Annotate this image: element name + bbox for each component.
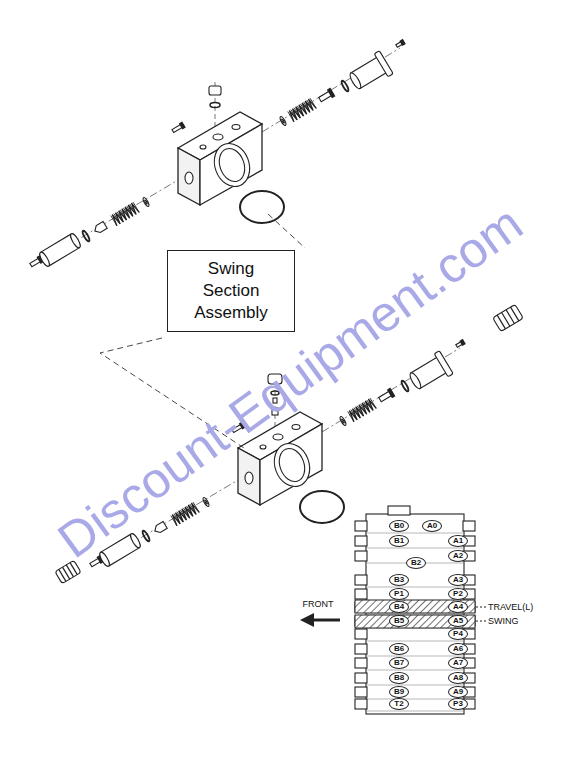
screw-part: [171, 121, 186, 134]
port-label: P3: [448, 698, 468, 710]
washer-part: [339, 416, 347, 426]
port-label: B5: [389, 615, 409, 627]
node-text: B9: [394, 687, 404, 697]
direction-label: FRONT: [303, 600, 334, 609]
port-label: B6: [389, 643, 409, 655]
washer-part: [279, 116, 287, 126]
front-arrowhead: [300, 613, 314, 627]
ring-part: [81, 230, 90, 242]
node-text: A3: [453, 575, 463, 585]
poppet-part: [153, 521, 167, 534]
node-text: B7: [394, 658, 404, 668]
valve-section-assembly: [55, 304, 523, 583]
screw-part: [455, 339, 466, 349]
node-text: B8: [394, 673, 404, 683]
node-text: B4: [394, 602, 404, 612]
node-text: P3: [453, 699, 463, 709]
ring-part: [400, 380, 409, 392]
ring-part: [340, 80, 349, 92]
valve-body-face: [238, 448, 260, 505]
port-label: P2: [448, 588, 468, 600]
node-text: Swing Section Assembly: [178, 258, 284, 324]
valve-section-assembly: [29, 39, 406, 269]
node-text: P2: [453, 589, 463, 599]
port-label: A4: [448, 601, 468, 613]
cap-part: [406, 351, 453, 394]
port-label: B3: [389, 574, 409, 586]
section-label: TRAVEL(L): [488, 603, 533, 612]
node-text: B3: [394, 575, 404, 585]
node-text: A6: [453, 644, 463, 654]
spring-part: [288, 98, 316, 122]
ring-part: [141, 530, 150, 542]
node-text: B0: [394, 521, 404, 531]
port-label: A7: [448, 657, 468, 669]
spring-part: [171, 502, 199, 526]
node-text: A5: [453, 616, 463, 626]
node-text: B5: [394, 616, 404, 626]
port-label: T2: [389, 698, 409, 710]
node-text: T2: [394, 699, 403, 709]
port-label: P1: [389, 588, 409, 600]
cap-part: [346, 51, 393, 94]
screw-part: [377, 388, 395, 404]
dashed-guide: [268, 214, 305, 248]
port-label: A3: [448, 574, 468, 586]
node-text: B1: [394, 536, 404, 546]
port-label: A8: [448, 672, 468, 684]
port-label: A5: [448, 615, 468, 627]
node-text: B6: [394, 644, 404, 654]
valve-body-face: [178, 148, 200, 205]
section-label: SWING: [488, 617, 519, 626]
port-label: B4: [389, 601, 409, 613]
port-label: B0: [389, 520, 409, 532]
node-text: A4: [453, 602, 463, 612]
node-text: P1: [394, 589, 404, 599]
cyl-part: [38, 232, 82, 267]
port-label: B7: [389, 657, 409, 669]
control-valve-inset: [355, 506, 486, 714]
node-text: A8: [453, 673, 463, 683]
poppet-part: [93, 221, 107, 234]
port-label: B1: [389, 535, 409, 547]
front-arrow: [312, 619, 340, 622]
port-label: A0: [422, 520, 442, 532]
port-label: B8: [389, 672, 409, 684]
screw-part: [395, 39, 406, 49]
port-label: A6: [448, 643, 468, 655]
port-label: P4: [448, 628, 468, 640]
node-text: A0: [427, 521, 437, 531]
port-label: A2: [448, 550, 468, 562]
title-box: Swing Section Assembly: [167, 250, 295, 332]
screw-part: [317, 88, 335, 104]
node-text: A7: [453, 658, 463, 668]
port-label: A1: [448, 535, 468, 547]
node-text: A2: [453, 551, 463, 561]
washer-part: [202, 497, 210, 507]
node-text: A9: [453, 687, 463, 697]
port-label: B2: [406, 557, 426, 569]
node-text: B2: [411, 558, 421, 568]
port-label: A9: [448, 686, 468, 698]
spring-part: [348, 398, 376, 422]
node-text: P4: [453, 629, 463, 639]
washer-part: [142, 197, 150, 207]
spring-part: [111, 202, 139, 226]
node-text: A1: [453, 536, 463, 546]
port-label: B9: [389, 686, 409, 698]
fitting-part: [493, 304, 524, 331]
